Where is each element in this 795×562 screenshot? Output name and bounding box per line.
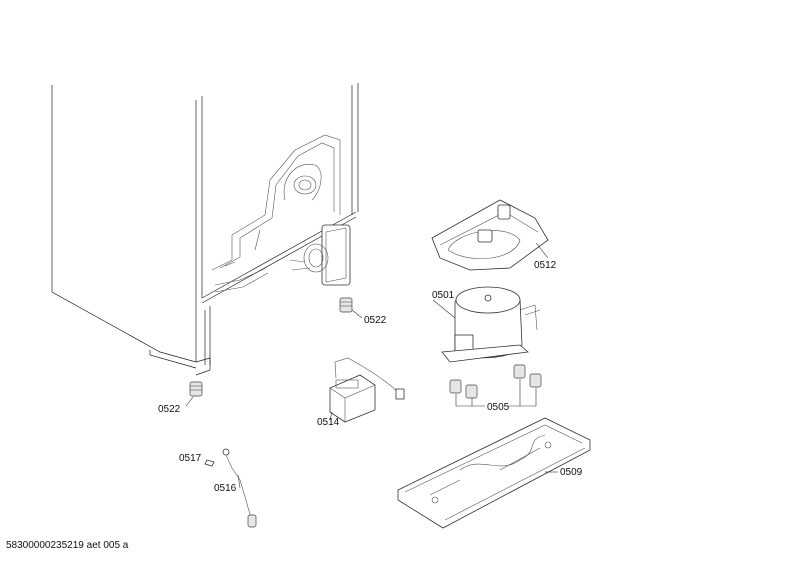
screw-part (204, 459, 215, 467)
grommets-part (449, 364, 542, 407)
leveling-foot-right (339, 297, 363, 319)
leveling-foot-left (185, 381, 203, 407)
callout-0505: 0505 (487, 402, 510, 413)
callout-0517: 0517 (179, 453, 202, 464)
callout-0516: 0516 (214, 483, 237, 494)
sensor-part (222, 448, 257, 528)
compressor-part (432, 286, 541, 363)
callout-0512: 0512 (534, 260, 557, 271)
fridge-cabinet (51, 83, 359, 376)
base-plate-part (397, 417, 591, 529)
electronic-module-part (329, 357, 405, 423)
callout-0509: 0509 (560, 467, 583, 478)
callout-0501: 0501 (432, 290, 455, 301)
callout-0514: 0514 (317, 417, 340, 428)
diagram-code: 58300000235219 aet 005 a (6, 540, 129, 551)
compressor-cover-part (431, 199, 549, 271)
callout-0522-right: 0522 (364, 315, 387, 326)
callout-0522-left: 0522 (158, 404, 181, 415)
